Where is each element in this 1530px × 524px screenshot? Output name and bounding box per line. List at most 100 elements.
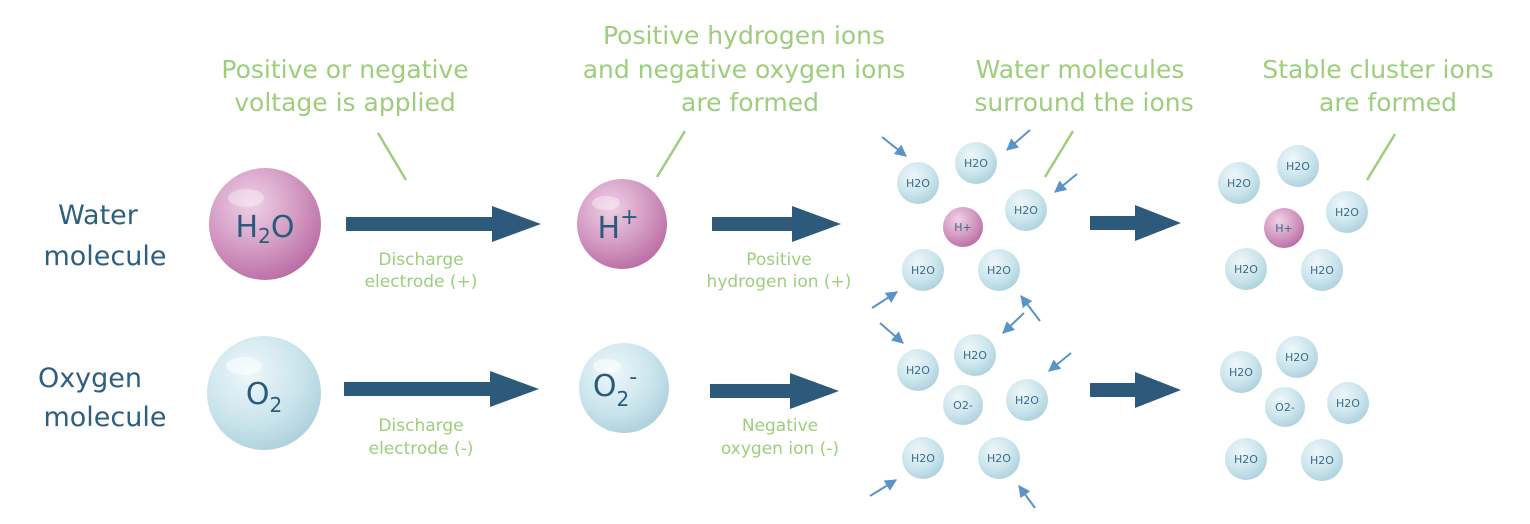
small-hydrogen-ion-bubble: H+	[943, 207, 983, 247]
arrow-negative-ion	[710, 373, 839, 409]
svg-text:H2O: H2O	[987, 264, 1011, 277]
oxygen-ion-symbol: O2-	[593, 365, 637, 411]
note-voltage-line1: Positive or negative	[221, 55, 468, 84]
hydrogen-ion-symbol: H+	[598, 205, 639, 246]
small-water-bubble: H2O	[897, 349, 939, 391]
push-arrow-icon	[1020, 295, 1041, 322]
small-oxygen-ion-bubble: O2-	[1265, 387, 1305, 427]
svg-text:H2O: H2O	[911, 264, 935, 277]
leader-line-voltage	[376, 132, 408, 181]
small-water-bubble: H2O	[1005, 189, 1047, 231]
small-water-bubble: H2O	[1225, 248, 1267, 290]
label-negative-ion-line1: Negative	[742, 416, 818, 436]
small-water-bubble: H2O	[1327, 382, 1369, 424]
label-positive-ion-line2: hydrogen ion (+)	[707, 272, 852, 292]
svg-text:O2-: O2-	[953, 399, 973, 412]
small-oxygen-ion-bubble: O2-	[943, 385, 983, 425]
small-water-bubble: H2O	[897, 162, 939, 204]
oxygen-molecule-symbol: O2	[246, 377, 282, 417]
svg-text:H2O: H2O	[1286, 160, 1310, 173]
svg-text:H2O: H2O	[906, 364, 930, 377]
stable-cluster-oxygen: H2O H2O H2O O2- H2O H2O	[1220, 336, 1369, 481]
small-water-bubble: H2O	[1277, 145, 1319, 187]
svg-text:H2O: H2O	[987, 452, 1011, 465]
small-water-bubble: H2O	[1301, 249, 1343, 291]
small-water-bubble: H2O	[902, 249, 944, 291]
label-discharge-negative-line2: electrode (-)	[369, 439, 474, 459]
surround-group-hydrogen: H2O H2O H2O H+ H2O H2O	[871, 129, 1078, 322]
label-discharge-positive-line1: Discharge	[378, 250, 463, 270]
push-arrow-icon	[879, 322, 904, 344]
label-positive-ion-line1: Positive	[746, 250, 812, 270]
svg-text:H+: H+	[954, 221, 972, 234]
note-voltage-line2: voltage is applied	[234, 88, 455, 117]
svg-text:H2O: H2O	[1336, 397, 1360, 410]
small-water-bubble: H2O	[1326, 191, 1368, 233]
oxygen-molecule-bubble: O2	[207, 336, 321, 450]
small-water-bubble: H2O	[1276, 336, 1318, 378]
oxygen-ion-bubble: O2-	[579, 343, 669, 433]
stable-cluster-hydrogen: H2O H2O H2O H+ H2O H2O	[1218, 145, 1368, 291]
small-water-bubble: H2O	[1218, 162, 1260, 204]
push-arrow-icon	[869, 479, 898, 497]
push-arrow-icon	[1018, 485, 1036, 509]
svg-text:H2O: H2O	[1335, 206, 1359, 219]
small-water-bubble: H2O	[1225, 438, 1267, 480]
note-surround-line2: surround the ions	[974, 88, 1193, 117]
water-molecule-bubble: H2O	[209, 168, 321, 280]
leader-line-ions	[655, 130, 687, 178]
svg-text:H2O: H2O	[964, 157, 988, 170]
water-molecule-symbol: H2O	[236, 210, 295, 248]
small-water-bubble: H2O	[978, 437, 1020, 479]
small-hydrogen-ion-bubble: H+	[1264, 208, 1304, 248]
small-water-bubble: H2O	[955, 142, 997, 184]
note-ions-line2: and negative oxygen ions	[583, 55, 906, 84]
small-water-bubble: H2O	[1006, 379, 1048, 421]
note-surround-line1: Water molecules	[976, 55, 1185, 84]
note-ions-line1: Positive hydrogen ions	[603, 21, 885, 50]
push-arrow-icon	[871, 291, 899, 309]
svg-text:H2O: H2O	[1227, 177, 1251, 190]
leader-line-stable	[1365, 133, 1397, 181]
note-ions-line3: are formed	[681, 88, 819, 117]
label-negative-ion-line2: oxygen ion (-)	[721, 439, 839, 459]
svg-text:H+: H+	[1275, 222, 1293, 235]
push-arrow-icon	[1054, 173, 1078, 193]
leader-line-surround	[1043, 130, 1075, 178]
svg-text:H2O: H2O	[911, 452, 935, 465]
svg-text:H2O: H2O	[906, 177, 930, 190]
label-discharge-positive-line2: electrode (+)	[365, 272, 478, 292]
arrow-to-cluster-negative	[1090, 372, 1181, 408]
push-arrow-icon	[1048, 352, 1072, 372]
svg-text:H2O: H2O	[1229, 366, 1253, 379]
arrow-to-cluster-positive	[1090, 205, 1181, 241]
push-arrow-icon	[1002, 312, 1025, 334]
surround-group-oxygen: H2O H2O H2O O2- H2O H2O	[869, 312, 1072, 509]
row-label-water-line1: Water	[58, 200, 139, 231]
svg-text:O2-: O2-	[1275, 401, 1295, 414]
note-stable-line2: are formed	[1319, 88, 1457, 117]
hydrogen-ion-bubble: H+	[577, 179, 667, 269]
note-stable-line1: Stable cluster ions	[1262, 55, 1493, 84]
svg-text:H2O: H2O	[1310, 264, 1334, 277]
row-label-water-line2: molecule	[43, 241, 166, 272]
small-water-bubble: H2O	[902, 437, 944, 479]
svg-text:H2O: H2O	[1015, 394, 1039, 407]
svg-text:H2O: H2O	[963, 349, 987, 362]
small-water-bubble: H2O	[1220, 351, 1262, 393]
svg-text:H2O: H2O	[1014, 204, 1038, 217]
small-water-bubble: H2O	[978, 249, 1020, 291]
small-water-bubble: H2O	[954, 334, 996, 376]
arrow-discharge-negative	[344, 371, 539, 407]
push-arrow-icon	[1006, 129, 1031, 151]
arrow-discharge-positive	[346, 206, 541, 242]
svg-text:H2O: H2O	[1285, 351, 1309, 364]
svg-text:H2O: H2O	[1234, 453, 1258, 466]
push-arrow-icon	[881, 136, 907, 157]
small-water-bubble: H2O	[1301, 439, 1343, 481]
row-label-oxygen-line2: molecule	[43, 402, 166, 433]
svg-text:H2O: H2O	[1310, 454, 1334, 467]
arrow-positive-ion	[712, 206, 841, 242]
row-label-oxygen-line1: Oxygen	[38, 363, 142, 394]
